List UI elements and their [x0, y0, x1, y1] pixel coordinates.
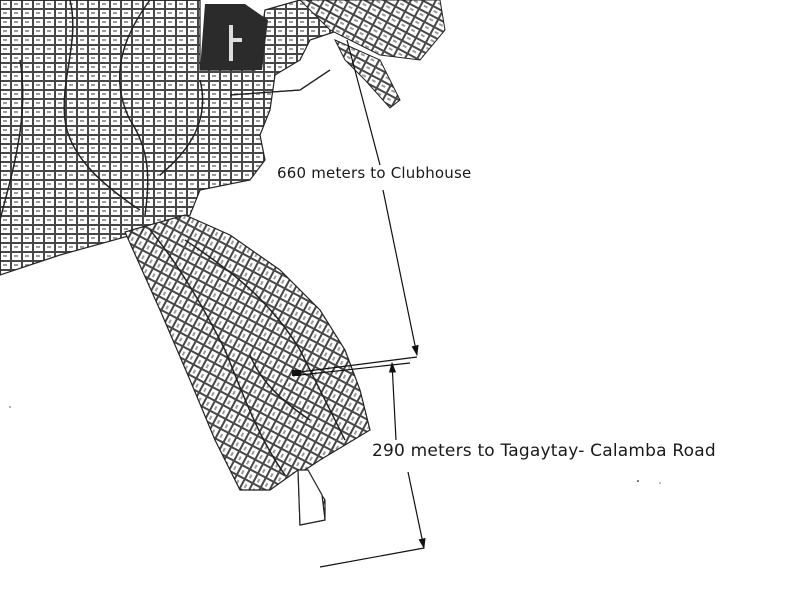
upper-subdivision-area [0, 0, 446, 276]
road-leader [299, 361, 426, 568]
southern-subdivision-branch [124, 214, 371, 526]
subject-lot-marker [292, 370, 301, 376]
clubhouse-block [200, 4, 268, 70]
clubhouse-distance-label: 660 meters to Clubhouse [277, 164, 472, 182]
clubhouse-leader [299, 39, 419, 373]
road-distance-label: 290 meters to Tagaytay- Calamba Road [372, 441, 716, 461]
building-footprint-icon [229, 25, 233, 61]
